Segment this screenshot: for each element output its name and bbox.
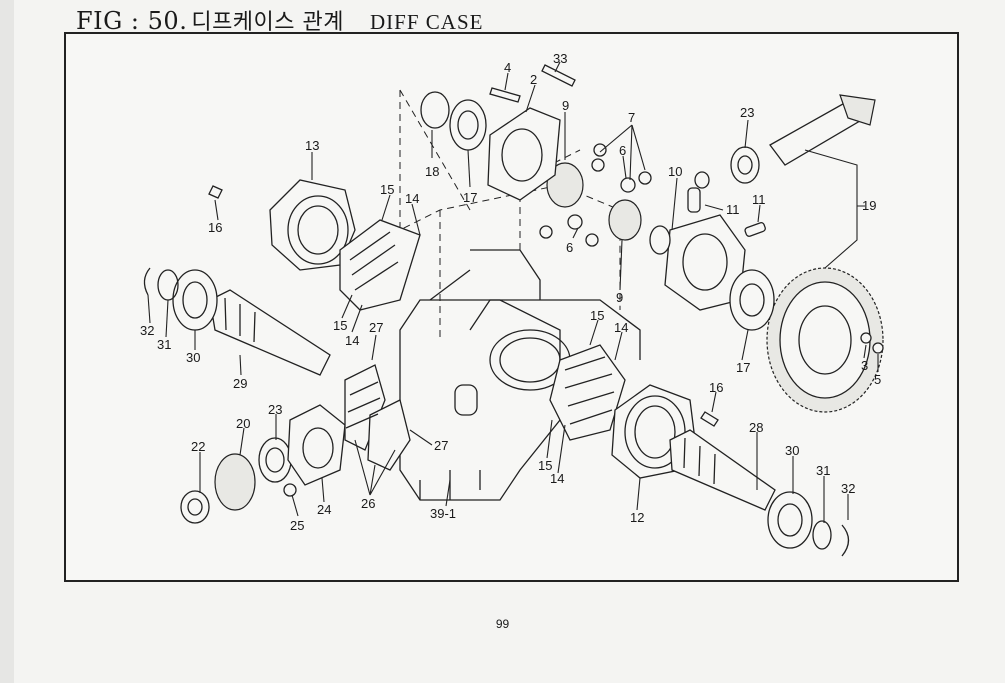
callout-7: 7	[628, 110, 635, 125]
callout-4: 4	[504, 60, 511, 75]
callout-14-mid: 14	[345, 333, 359, 348]
figure-title-english: DIFF CASE	[370, 10, 484, 34]
part-ring-gear-19	[766, 267, 884, 413]
callout-9-lower: 9	[616, 290, 623, 305]
callout-10: 10	[668, 164, 682, 179]
page-number: 99	[495, 617, 510, 631]
callout-27-lower: 27	[434, 438, 448, 453]
part-fasteners	[208, 185, 884, 427]
callout-33: 33	[553, 51, 567, 66]
part-diff-case	[664, 214, 775, 331]
callout-11-a: 11	[726, 202, 740, 217]
part-plates-15-14-upper	[339, 219, 421, 311]
callout-14-lower: 14	[550, 471, 564, 486]
callout-15-mid: 15	[333, 318, 347, 333]
callout-27-upper: 27	[369, 320, 383, 335]
callout-31-right: 31	[816, 463, 830, 478]
callout-39-1: 39-1	[430, 506, 456, 521]
callout-30-left: 30	[186, 350, 200, 365]
part-flange-group-2-17-18	[420, 64, 766, 255]
callout-22: 22	[191, 439, 205, 454]
callout-14-right: 14	[614, 320, 628, 335]
part-bearing-30-left	[143, 267, 218, 331]
callout-15-lower: 15	[538, 458, 552, 473]
callout-3: 3	[861, 358, 868, 373]
callout-11-b: 11	[752, 192, 766, 207]
figure-header: FIG : 50.디프케이스 관계 DIFF CASE	[76, 4, 483, 36]
part-plates-26-27	[344, 364, 411, 471]
part-pinion-shaft-19	[769, 94, 876, 166]
callout-16-right: 16	[709, 380, 723, 395]
callout-13: 13	[305, 138, 319, 153]
callout-17-upper: 17	[463, 190, 477, 205]
callout-15-upper: 15	[380, 182, 394, 197]
leader-lines	[147, 61, 879, 523]
callout-31-left: 31	[157, 337, 171, 352]
callout-23-lower: 23	[268, 402, 282, 417]
callout-30-right: 30	[785, 443, 799, 458]
callout-23-upper: 23	[740, 105, 754, 120]
callout-24: 24	[317, 502, 331, 517]
callout-15-right: 15	[590, 308, 604, 323]
callout-2: 2	[530, 72, 537, 87]
callout-18: 18	[425, 164, 439, 179]
part-side-gears-9	[539, 143, 652, 247]
part-gear-group-20-22-23-24	[180, 404, 346, 524]
callout-9-upper: 9	[562, 98, 569, 113]
callout-6-lower: 6	[566, 240, 573, 255]
scan-left-edge	[0, 0, 14, 683]
callout-6-upper: 6	[619, 143, 626, 158]
callout-28: 28	[749, 420, 763, 435]
callout-19: 19	[862, 198, 876, 213]
callout-25: 25	[290, 518, 304, 533]
part-axle-shaft-28	[669, 429, 776, 511]
callout-17-lower: 17	[736, 360, 750, 375]
part-cover-13	[269, 179, 356, 271]
callout-12: 12	[630, 510, 644, 525]
callout-29: 29	[233, 376, 247, 391]
callout-5: 5	[874, 372, 881, 387]
callout-16-left: 16	[208, 220, 222, 235]
callout-32-right: 32	[841, 481, 855, 496]
part-axle-shaft-29	[209, 289, 331, 376]
callout-labels: 33 4 2 9 7 23 6 13 18 17 10 19 15 14 16 …	[140, 51, 881, 533]
callout-32-left: 32	[140, 323, 154, 338]
part-plates-15-14-right	[549, 344, 626, 441]
figure-number: FIG : 50.	[76, 7, 188, 35]
callout-14-upper: 14	[405, 191, 419, 206]
figure-title-korean: 디프케이스 관계	[191, 10, 345, 35]
part-bearing-30-right	[767, 491, 850, 557]
part-bearing-23-upper	[730, 146, 760, 184]
callout-26: 26	[361, 496, 375, 511]
callout-20: 20	[236, 416, 250, 431]
